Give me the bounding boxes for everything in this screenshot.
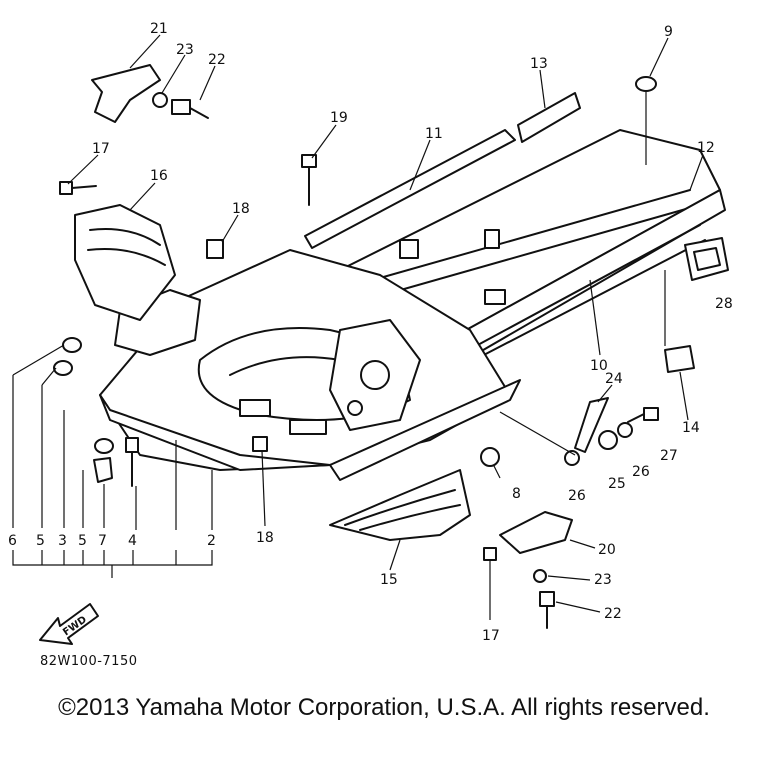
- reference-code: 82W100-7150: [40, 654, 138, 669]
- label-8: 8: [512, 486, 521, 502]
- part-17-bolt-top: [59, 181, 97, 195]
- leader-lines: [12, 34, 704, 613]
- part-8-grommet: [480, 447, 500, 467]
- label-2: 2: [207, 533, 216, 549]
- part-labels: 21 23 22 9 13 19 11 12 17 16 18 28 10 24…: [8, 21, 733, 644]
- label-23: 23: [176, 42, 194, 58]
- label-27: 27: [660, 448, 678, 464]
- label-14: 14: [682, 420, 700, 436]
- part-14-plate: [664, 345, 695, 373]
- label-26: 26: [568, 488, 586, 504]
- part-16-cover: [74, 204, 176, 321]
- label-24: 24: [605, 371, 623, 387]
- label-18: 18: [232, 201, 250, 217]
- part-21-bracket: [91, 64, 161, 123]
- part-13-strip: [517, 92, 581, 143]
- label-6: 6: [8, 533, 17, 549]
- copyright-notice: ©2013 Yamaha Motor Corporation, U.S.A. A…: [58, 694, 710, 721]
- fwd-arrow-icon: FWD: [39, 603, 99, 645]
- label-22: 22: [208, 52, 226, 68]
- label-21: 21: [150, 21, 168, 37]
- part-27-bolt: [627, 407, 659, 423]
- left-small-parts: [53, 337, 139, 487]
- part-18-nut-top: [206, 239, 224, 259]
- part-19-bolt: [301, 154, 317, 206]
- label-5b: 5: [78, 533, 87, 549]
- part-23-washer: [152, 92, 168, 108]
- part-20-bracket: [499, 511, 573, 554]
- label-25: 25: [608, 476, 626, 492]
- label-22b: 22: [604, 606, 622, 622]
- label-17: 17: [92, 141, 110, 157]
- label-5: 5: [36, 533, 45, 549]
- part-26-washer-2: [564, 450, 580, 466]
- label-12: 12: [697, 140, 715, 156]
- label-18b: 18: [256, 530, 274, 546]
- part-17-bolt-bottom: [483, 547, 497, 620]
- part-18-nut-bottom: [252, 436, 268, 452]
- label-19: 19: [330, 110, 348, 126]
- label-4: 4: [128, 533, 137, 549]
- label-17b: 17: [482, 628, 500, 644]
- label-3: 3: [58, 533, 67, 549]
- label-16: 16: [150, 168, 168, 184]
- part-22-bolt-bottom: [539, 591, 555, 629]
- label-23b: 23: [594, 572, 612, 588]
- label-13: 13: [530, 56, 548, 72]
- label-9: 9: [664, 24, 673, 40]
- part-22-bolt-top: [171, 99, 209, 119]
- part-9-cap: [635, 76, 657, 92]
- frame-assembly: [99, 129, 726, 481]
- part-25-collar: [598, 430, 618, 450]
- label-20: 20: [598, 542, 616, 558]
- part-15-cover: [329, 469, 471, 541]
- part-24-lever: [574, 397, 609, 453]
- label-15: 15: [380, 572, 398, 588]
- part-28-grommet: [684, 237, 729, 281]
- label-10: 10: [590, 358, 608, 374]
- label-28: 28: [715, 296, 733, 312]
- label-7: 7: [98, 533, 107, 549]
- label-26b: 26: [632, 464, 650, 480]
- part-26-washer: [617, 422, 633, 438]
- label-11: 11: [425, 126, 443, 142]
- part-23-washer-bottom: [533, 569, 547, 583]
